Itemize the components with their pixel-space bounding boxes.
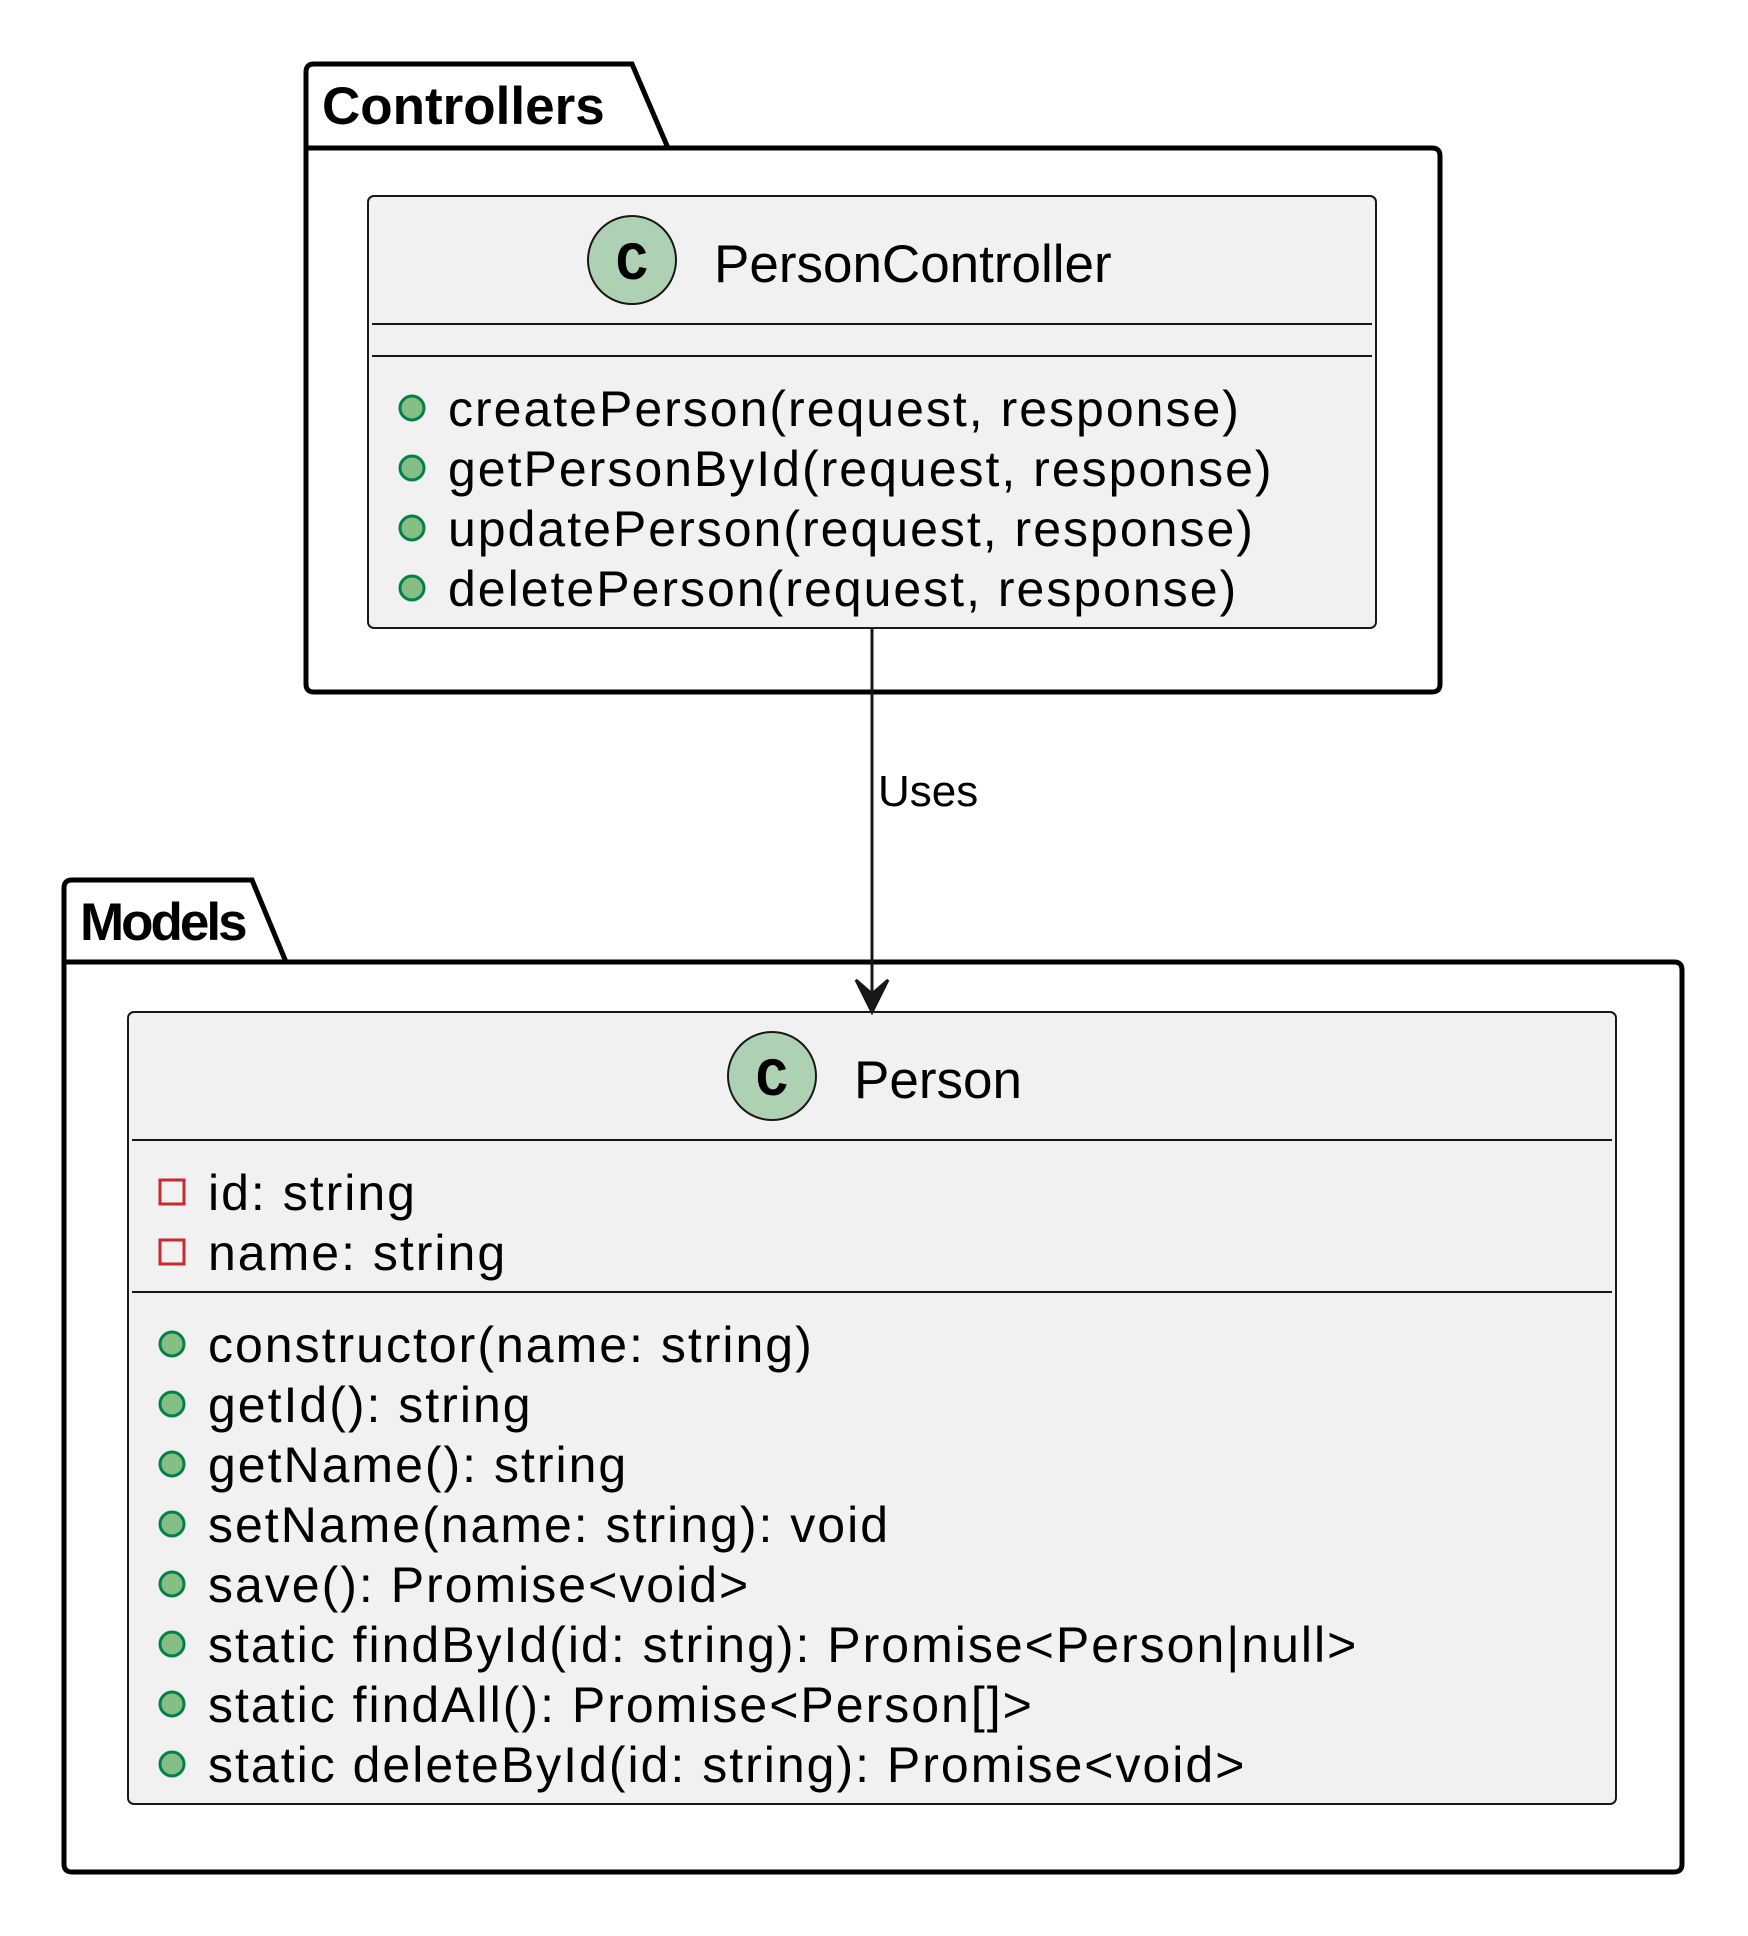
method-item: deletePerson(request, response) [448, 561, 1238, 617]
class-person-title: Person [854, 1051, 1022, 1110]
class-spot-letter: C [616, 235, 648, 296]
class-spot-icon [727, 1031, 817, 1121]
class-personcontroller-title: PersonController [714, 235, 1112, 294]
method-item: setName(name: string): void [208, 1497, 890, 1553]
method-item: static deleteById(id: string): Promise<v… [208, 1737, 1246, 1793]
method-item: static findById(id: string): Promise<Per… [208, 1617, 1358, 1673]
relation-label: Uses [878, 767, 978, 816]
public-method-icon [158, 1510, 186, 1538]
public-method-icon [398, 514, 426, 542]
public-method-icon [398, 394, 426, 422]
class-spot-letter: C [756, 1051, 788, 1112]
relation-uses: Uses [854, 628, 978, 1016]
method-item: getId(): string [208, 1377, 533, 1433]
method-item: getName(): string [208, 1437, 628, 1493]
method-item: save(): Promise<void> [208, 1557, 750, 1613]
public-method-icon [158, 1330, 186, 1358]
field-item: name: string [208, 1225, 507, 1281]
field-item: id: string [208, 1165, 417, 1221]
class-spot-icon [587, 215, 677, 305]
private-field-icon [158, 1178, 186, 1206]
arrowhead-icon [854, 978, 890, 1016]
public-method-icon [158, 1570, 186, 1598]
class-person[interactable]: C Person id: string name: string constru… [127, 1011, 1617, 1805]
public-method-icon [158, 1750, 186, 1778]
package-models-title: Models [80, 893, 246, 952]
public-method-icon [398, 454, 426, 482]
public-method-icon [398, 574, 426, 602]
public-method-icon [158, 1690, 186, 1718]
method-item: constructor(name: string) [208, 1317, 814, 1373]
class-personcontroller[interactable]: C PersonController createPerson(request,… [367, 195, 1377, 629]
private-field-icon [158, 1238, 186, 1266]
method-item: updatePerson(request, response) [448, 501, 1255, 557]
package-controllers-title: Controllers [322, 77, 605, 136]
method-item: getPersonById(request, response) [448, 441, 1274, 497]
method-item: static findAll(): Promise<Person[]> [208, 1677, 1034, 1733]
method-item: createPerson(request, response) [448, 381, 1241, 437]
public-method-icon [158, 1390, 186, 1418]
public-method-icon [158, 1450, 186, 1478]
public-method-icon [158, 1630, 186, 1658]
